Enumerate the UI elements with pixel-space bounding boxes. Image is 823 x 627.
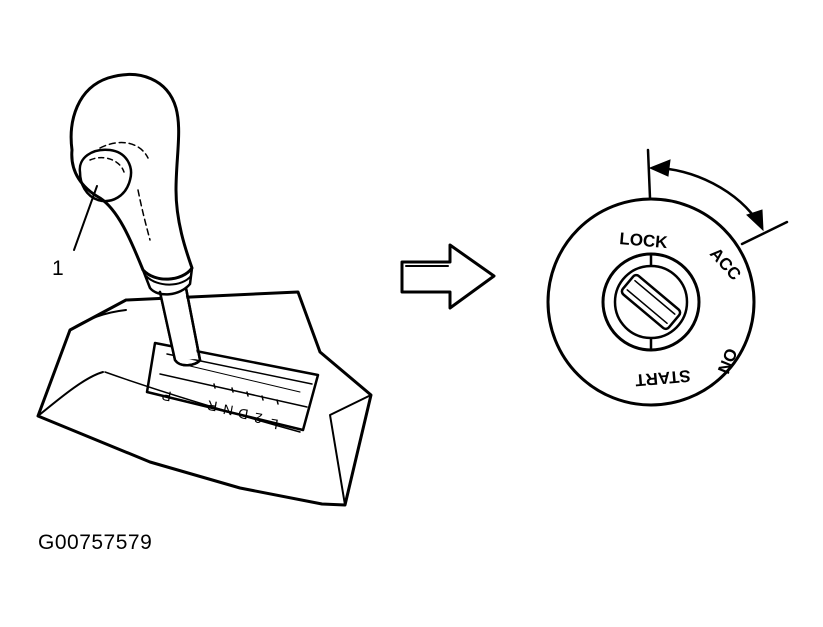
shift-gate-labels: P R N D 2 L bbox=[161, 383, 280, 433]
gear-label-n: N bbox=[222, 401, 235, 419]
figure-id: G00757579 bbox=[38, 531, 153, 554]
ignition-label-start: START bbox=[634, 366, 691, 390]
shift-knob bbox=[69, 73, 194, 281]
shift-lock-button bbox=[78, 148, 133, 203]
key-cylinder bbox=[601, 252, 701, 352]
callout-number: 1 bbox=[52, 257, 64, 280]
ignition-label-lock: LOCK bbox=[619, 229, 669, 252]
gear-label-2: 2 bbox=[253, 410, 264, 427]
shift-console bbox=[36, 290, 373, 507]
callout-1: 1 bbox=[52, 185, 98, 280]
shift-lever-shaft bbox=[158, 286, 202, 367]
ignition-switch: LOCK ACC ON START bbox=[546, 148, 789, 407]
shift-lever-assembly: P R N D 2 L bbox=[36, 73, 373, 507]
gear-label-l: L bbox=[269, 416, 280, 433]
gear-label-p: P bbox=[161, 387, 173, 404]
ignition-bezel bbox=[546, 197, 756, 407]
shift-lever-collar bbox=[141, 266, 194, 296]
key-slot-icon bbox=[620, 273, 682, 331]
transition-arrow-icon bbox=[400, 243, 496, 310]
gear-label-d: D bbox=[237, 405, 250, 423]
ignition-label-on: ON bbox=[714, 346, 741, 377]
rotation-range-arrow-icon bbox=[646, 148, 789, 246]
gear-label-r: R bbox=[206, 397, 219, 415]
